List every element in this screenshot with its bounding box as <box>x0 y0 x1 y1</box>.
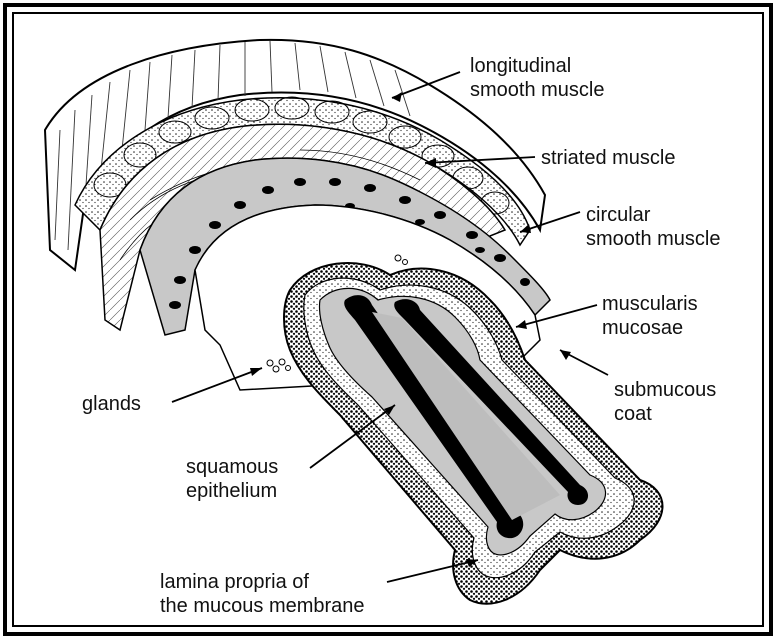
label-line: smooth muscle <box>470 78 605 102</box>
label-line: squamous <box>186 455 278 479</box>
label-line: mucosae <box>602 316 698 340</box>
label-striated-muscle: striated muscle <box>541 146 676 170</box>
label-circular-smooth-muscle: circular smooth muscle <box>586 203 721 251</box>
label-line: epithelium <box>186 479 278 503</box>
label-line: coat <box>614 402 716 426</box>
label-line: striated muscle <box>541 146 676 170</box>
label-line: muscularis <box>602 292 698 316</box>
label-line: submucous <box>614 378 716 402</box>
label-muscularis-mucosae: muscularis mucosae <box>602 292 698 340</box>
label-line: the mucous membrane <box>160 594 365 618</box>
label-longitudinal-smooth-muscle: longitudinal smooth muscle <box>470 54 605 102</box>
label-line: longitudinal <box>470 54 605 78</box>
label-submucous-coat: submucous coat <box>614 378 716 426</box>
label-glands: glands <box>82 392 141 416</box>
label-line: smooth muscle <box>586 227 721 251</box>
label-squamous-epithelium: squamous epithelium <box>186 455 278 503</box>
label-lamina-propria: lamina propria of the mucous membrane <box>160 570 365 618</box>
label-line: circular <box>586 203 721 227</box>
label-line: lamina propria of <box>160 570 365 594</box>
label-line: glands <box>82 392 141 416</box>
